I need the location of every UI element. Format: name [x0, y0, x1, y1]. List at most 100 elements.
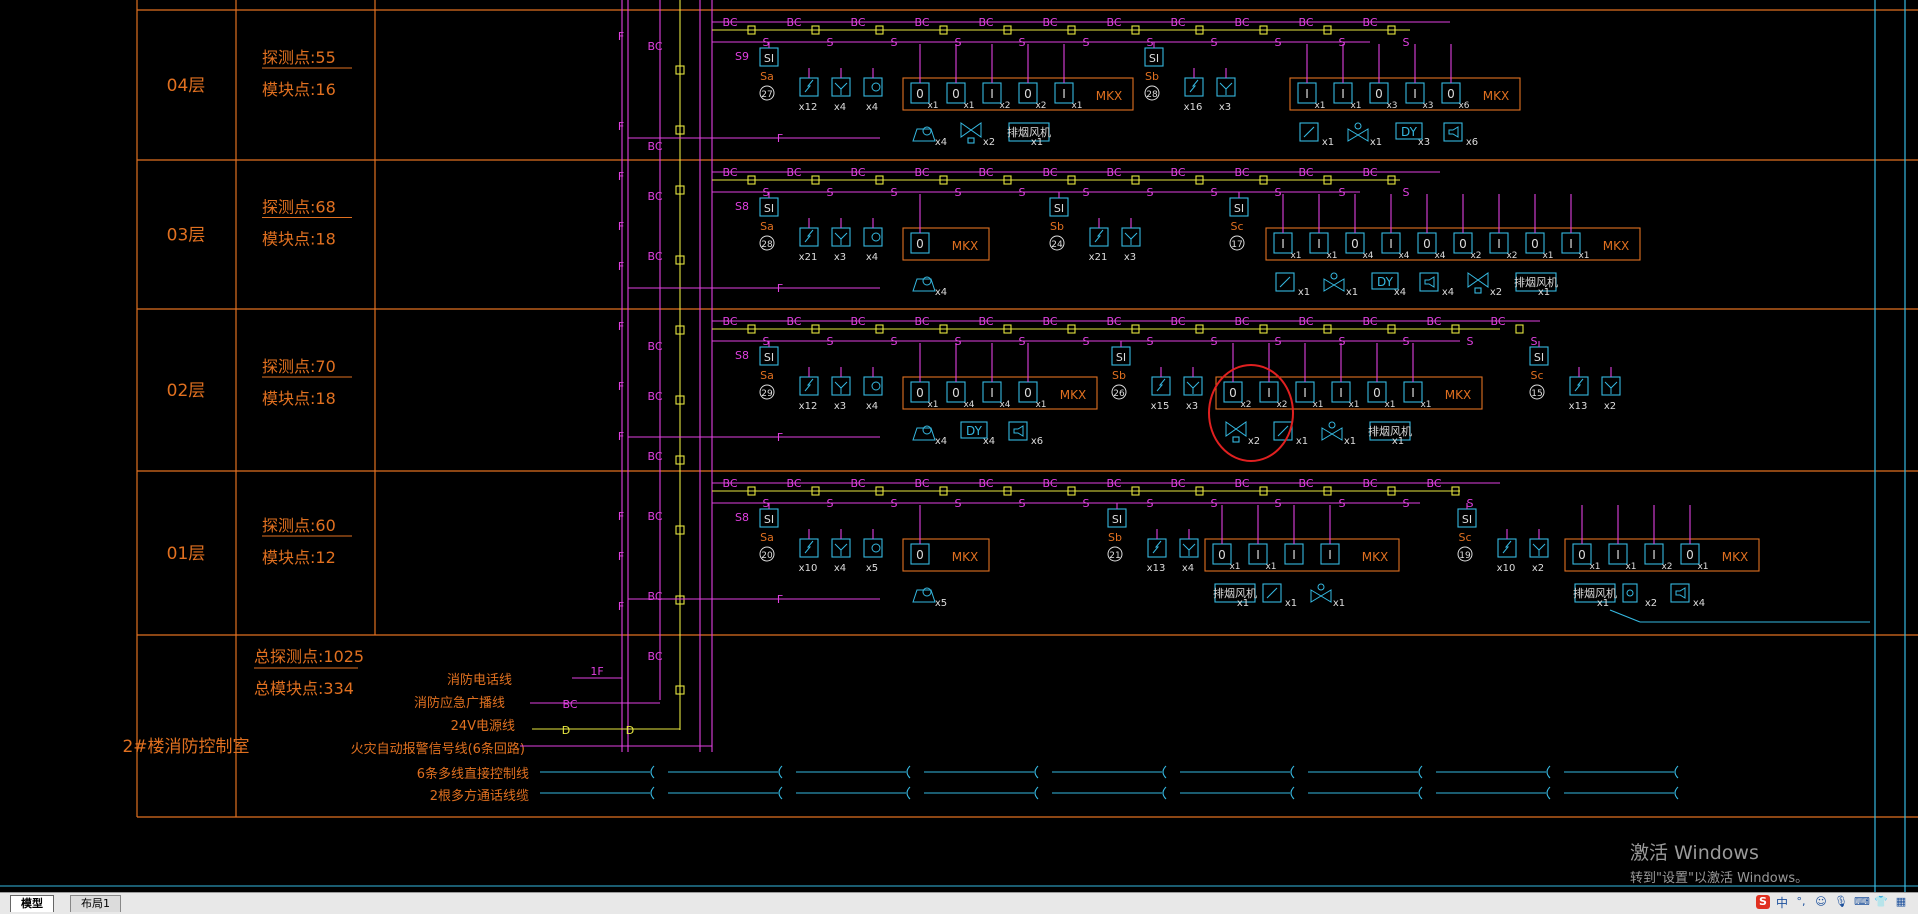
bus-marker-d: [875, 25, 884, 35]
detector-count: 探测点:60: [262, 516, 336, 535]
bus-label-bc: BC: [978, 16, 993, 29]
io-module-quantity: x2: [1506, 251, 1517, 261]
bus-marker-d: [675, 255, 685, 265]
bus-label-f: F: [777, 431, 783, 444]
mkx-label: MKX: [1483, 89, 1509, 103]
bus-label-bc: BC: [1106, 477, 1121, 490]
tab-layout-1[interactable]: 布局1: [70, 895, 121, 912]
device-quantity: x5: [866, 563, 878, 574]
bus-label-s: S: [1147, 186, 1154, 199]
control-room-title: 2#楼消防控制室: [122, 737, 249, 757]
bus-label-s: S: [955, 335, 962, 348]
bus-label-bc: BC: [1234, 477, 1249, 490]
bus-label-s: S: [1275, 335, 1282, 348]
io-module-label: 0: [916, 87, 924, 101]
io-module-label: 0: [1351, 237, 1359, 251]
device-quantity: x4: [866, 252, 878, 263]
heat-detector-icon: [804, 229, 814, 243]
legend-item: 消防应急广播线: [414, 695, 505, 711]
bus-label-s: S: [1403, 497, 1410, 510]
sub-device-quantity: x4: [1394, 287, 1406, 298]
sub-device-quantity: x4: [1693, 598, 1705, 609]
sub-device-quantity: x1: [1346, 287, 1358, 298]
sub-device-quantity: x2: [1490, 287, 1502, 298]
grid-icon[interactable]: ▦: [1895, 895, 1907, 908]
bus-marker-d: [1131, 486, 1140, 496]
bus-marker-d: [675, 685, 685, 695]
bus-label-s: S: [955, 497, 962, 510]
horn-icon: [1013, 425, 1024, 437]
power-module-icon: [960, 421, 988, 439]
cad-drawing[interactable]: 04层探测点:55模块点:1603层探测点:68模块点:1802层探测点:70模…: [0, 0, 1918, 892]
pump-icon: [912, 589, 936, 603]
ime-language-indicator[interactable]: 中: [1775, 895, 1788, 910]
device-quantity: x13: [1147, 563, 1166, 574]
bus-label-bc: BC: [647, 450, 662, 463]
alarm-bell-icon: [871, 232, 881, 242]
bus-marker-d: [747, 175, 756, 185]
bus-label-s: S: [1019, 36, 1026, 49]
bus-label-bc: BC: [1298, 166, 1313, 179]
bus-marker-d: [747, 486, 756, 496]
heat-detector-icon: [1502, 540, 1512, 554]
zone-number: 15: [1531, 389, 1542, 399]
io-module-label: 0: [1024, 87, 1032, 101]
zone-label: Sb: [1050, 220, 1064, 233]
bus-label-bc: BC: [786, 315, 801, 328]
io-module-quantity: x1: [1290, 251, 1301, 261]
valve-icon: [1225, 421, 1247, 437]
horn-icon: [1670, 583, 1690, 603]
device-quantity: x4: [834, 563, 846, 574]
bus-label-s: S: [955, 36, 962, 49]
io-module-quantity: x2: [1470, 251, 1481, 261]
alarm-bell-icon: [863, 538, 883, 558]
sub-device-quantity: x1: [1296, 436, 1308, 447]
loop-label: S9: [735, 50, 749, 63]
shirt-icon[interactable]: 👕: [1874, 895, 1888, 908]
microphone-icon[interactable]: 🎙: [1834, 895, 1848, 908]
bus-label-bc: BC: [1042, 166, 1057, 179]
floor-label: 03层: [167, 226, 206, 246]
zone-number-circle: [1144, 85, 1160, 101]
pump-icon: [922, 587, 932, 597]
ime-logo-icon[interactable]: S: [1755, 895, 1770, 909]
smoke-detector-icon: [1604, 381, 1618, 394]
tab-model[interactable]: 模型: [10, 895, 54, 912]
power-module-icon: [1371, 272, 1399, 290]
io-module-quantity: x1: [1589, 562, 1600, 572]
punctuation-icon[interactable]: °,: [1796, 895, 1806, 908]
cable-joint: [1674, 786, 1679, 800]
io-module-quantity: x1: [1578, 251, 1589, 261]
io-module-quantity: x3: [1422, 101, 1433, 111]
manual-switch-icon: [1303, 126, 1315, 138]
bus-marker-d: [747, 25, 756, 35]
alarm-bell-icon: [871, 82, 881, 92]
si-module-label: SI: [1149, 52, 1159, 65]
io-module-label: 0: [1578, 548, 1586, 562]
sub-device-quantity: x1: [1298, 287, 1310, 298]
bus-label-s: S: [1211, 335, 1218, 348]
emoji-icon[interactable]: ☺: [1815, 895, 1827, 908]
si-module-label: SI: [1054, 202, 1064, 215]
legend-item: 消防电话线: [447, 672, 512, 688]
bus-marker-d: [1195, 324, 1204, 334]
bus-marker-d: [1067, 25, 1076, 35]
device-quantity: x3: [1186, 401, 1198, 412]
bus-label-s: S: [827, 186, 834, 199]
watermark-subtitle: 转到"设置"以激活 Windows。: [1630, 871, 1809, 886]
fire-valve-icon: [1321, 427, 1343, 441]
bus-label-bc: BC: [647, 390, 662, 403]
io-module-label: I: [1267, 386, 1271, 400]
keyboard-icon[interactable]: ⌨: [1854, 895, 1870, 908]
device-quantity: x16: [1184, 102, 1203, 113]
io-module-quantity: x4: [999, 400, 1010, 410]
bus-label-f: F: [618, 380, 624, 393]
smoke-detector-icon: [834, 381, 848, 394]
io-module-quantity: x2: [1276, 400, 1287, 410]
bus-label-bc: BC: [1298, 477, 1313, 490]
lamp-icon: [1622, 583, 1638, 603]
io-module-label: I: [1411, 386, 1415, 400]
mkx-label: MKX: [952, 239, 978, 253]
pump-icon: [922, 425, 932, 435]
cable-joint: [1290, 786, 1295, 800]
